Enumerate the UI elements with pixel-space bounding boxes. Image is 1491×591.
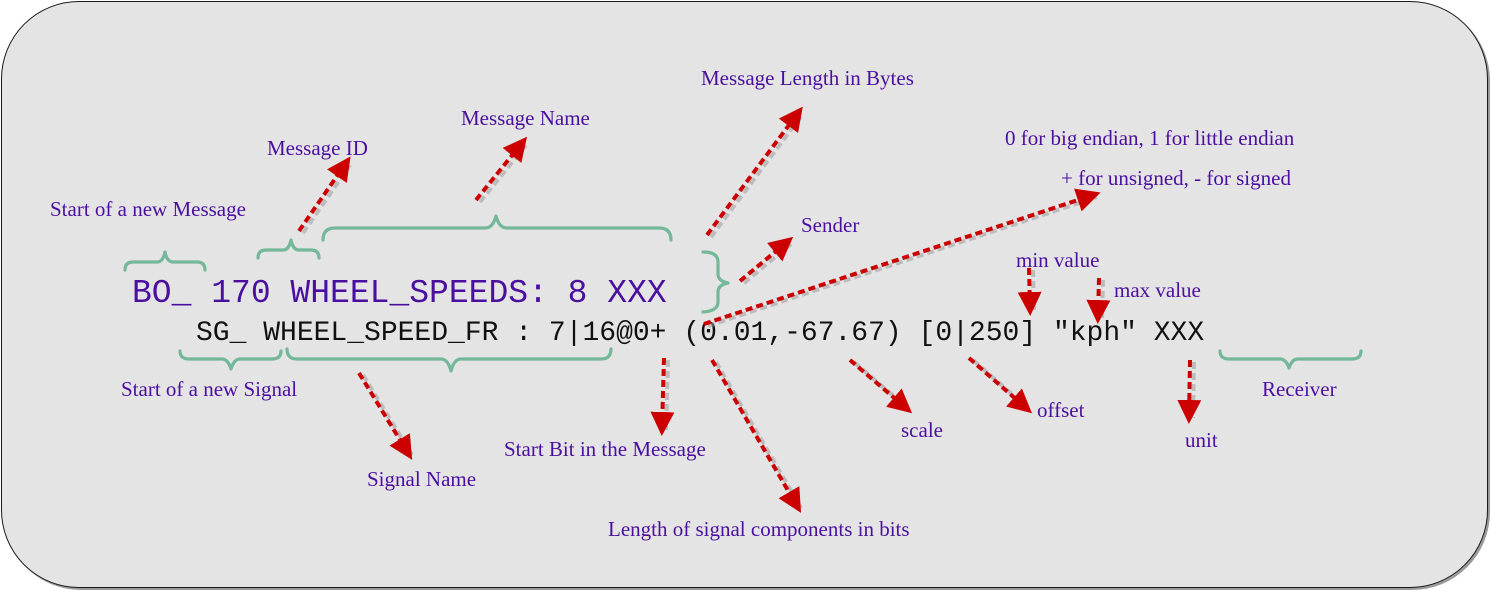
brace-signal-keyword (178, 349, 283, 371)
brace-receiver (1218, 349, 1363, 370)
arrow-message-length (705, 106, 804, 239)
brace-start-message (123, 250, 207, 272)
brace-message-length (701, 250, 730, 314)
arrow-signal-name (357, 371, 414, 460)
arrow-min-value (1017, 267, 1042, 316)
label-offset: offset (1037, 398, 1085, 422)
arrow-message-name (474, 136, 528, 204)
label-sender: Sender (801, 213, 859, 237)
arrows (297, 106, 1202, 513)
label-signal-name: Signal Name (367, 467, 476, 491)
message-definition-line: BO_ 170 WHEEL_SPEEDS: 8 XXX (132, 275, 667, 312)
label-max-value: max value (1114, 278, 1201, 302)
labels: Start of a new Message Message ID Messag… (50, 66, 1337, 541)
label-min-value: min value (1016, 248, 1099, 272)
arrow-message-id (297, 156, 352, 235)
label-message-name: Message Name (461, 106, 590, 130)
arrow-scale (848, 358, 913, 414)
label-start-message: Start of a new Message (50, 197, 246, 221)
label-length-bits: Length of signal components in bits (608, 517, 910, 541)
label-receiver: Receiver (1262, 377, 1337, 401)
arrow-endian (703, 188, 1101, 328)
label-message-id: Message ID (267, 136, 368, 160)
label-signed: + for unsigned, - for signed (1061, 166, 1291, 190)
arrow-max-value (1086, 277, 1111, 324)
brace-signal-name (285, 347, 613, 373)
arrow-length-bits (710, 358, 803, 513)
label-start-signal: Start of a new Signal (121, 377, 297, 401)
brace-message-id (256, 238, 321, 260)
label-unit: unit (1185, 428, 1218, 452)
label-start-bit: Start Bit in the Message (504, 437, 706, 461)
brace-message-name (321, 214, 673, 242)
label-message-length: Message Length in Bytes (701, 66, 914, 90)
arrow-sender (738, 236, 794, 285)
label-scale: scale (901, 418, 943, 442)
label-endian: 0 for big endian, 1 for little endian (1005, 126, 1295, 150)
signal-definition-line: SG_ WHEEL_SPEED_FR : 7|16@0+ (0.01,-67.6… (196, 318, 1204, 349)
arrow-unit (1177, 359, 1202, 424)
arrow-start-bit (650, 357, 675, 436)
braces (123, 214, 1363, 373)
arrow-offset (967, 356, 1033, 414)
